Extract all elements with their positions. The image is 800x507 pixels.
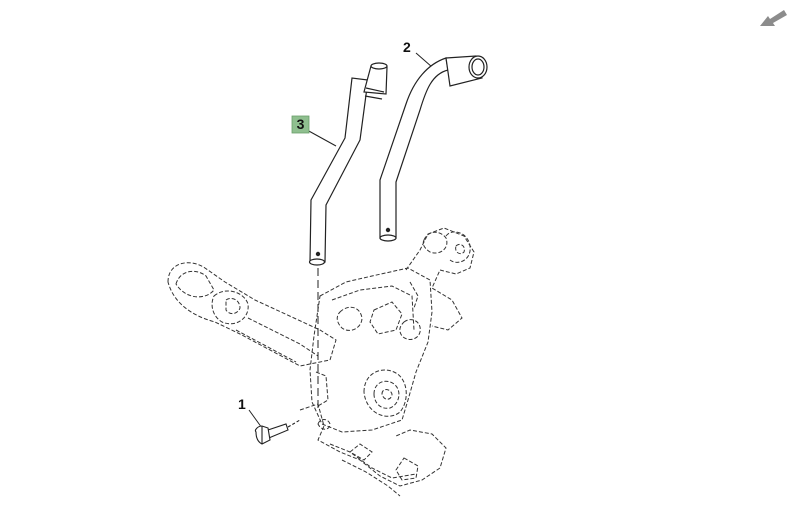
- tube-part-2: [379, 55, 488, 242]
- callout-label-3[interactable]: 3: [296, 116, 305, 132]
- back-navigation-button[interactable]: [756, 6, 792, 30]
- tube-part-3: [308, 62, 388, 266]
- background-assembly: [167, 227, 475, 497]
- callout-label-1[interactable]: 1: [238, 396, 246, 412]
- arrow-down-left-icon: [760, 10, 787, 26]
- callout-label-2[interactable]: 2: [403, 39, 411, 55]
- callout-3-highlight: [291, 115, 310, 134]
- bolt-part-1: [254, 419, 301, 445]
